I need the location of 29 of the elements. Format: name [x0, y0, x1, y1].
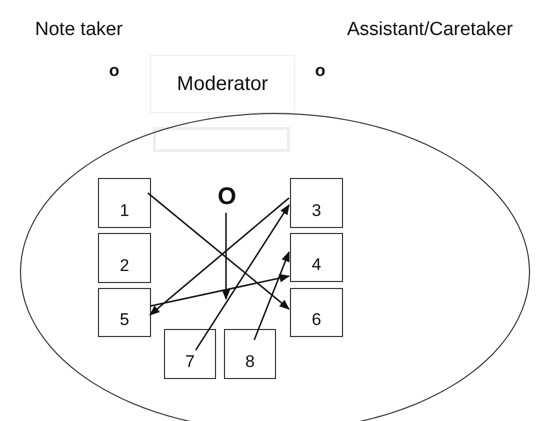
seat-box: [224, 329, 276, 379]
empty-box: [153, 127, 290, 152]
arrow: [150, 274, 290, 307]
arrow: [254, 251, 290, 340]
seat-number: 6: [312, 311, 322, 328]
seat-number: 4: [312, 256, 322, 273]
seat-number: 8: [245, 353, 255, 370]
seat-number: 3: [312, 202, 322, 219]
seat-box: [290, 233, 343, 282]
seat-number: 7: [185, 353, 195, 370]
seat-box: [290, 178, 343, 228]
seat-box: [98, 233, 151, 283]
seat-box: [98, 288, 151, 337]
seat-number: 2: [120, 257, 130, 274]
person-marker: o: [315, 62, 326, 79]
person-marker: o: [109, 62, 120, 79]
seat-box: [164, 329, 216, 379]
person-marker: O: [218, 185, 236, 209]
seat-number: 1: [120, 202, 130, 219]
arrow: [195, 204, 290, 350]
role-label: Assistant/Caretaker: [347, 20, 513, 39]
seat-number: 5: [120, 311, 130, 328]
seat-box: [290, 288, 343, 337]
moderator-box: [150, 55, 295, 113]
seat-box: [98, 178, 151, 228]
table-ellipse: [20, 113, 530, 421]
role-label: Moderator: [176, 74, 268, 94]
role-label: Note taker: [35, 20, 123, 39]
arrow: [222, 212, 230, 300]
